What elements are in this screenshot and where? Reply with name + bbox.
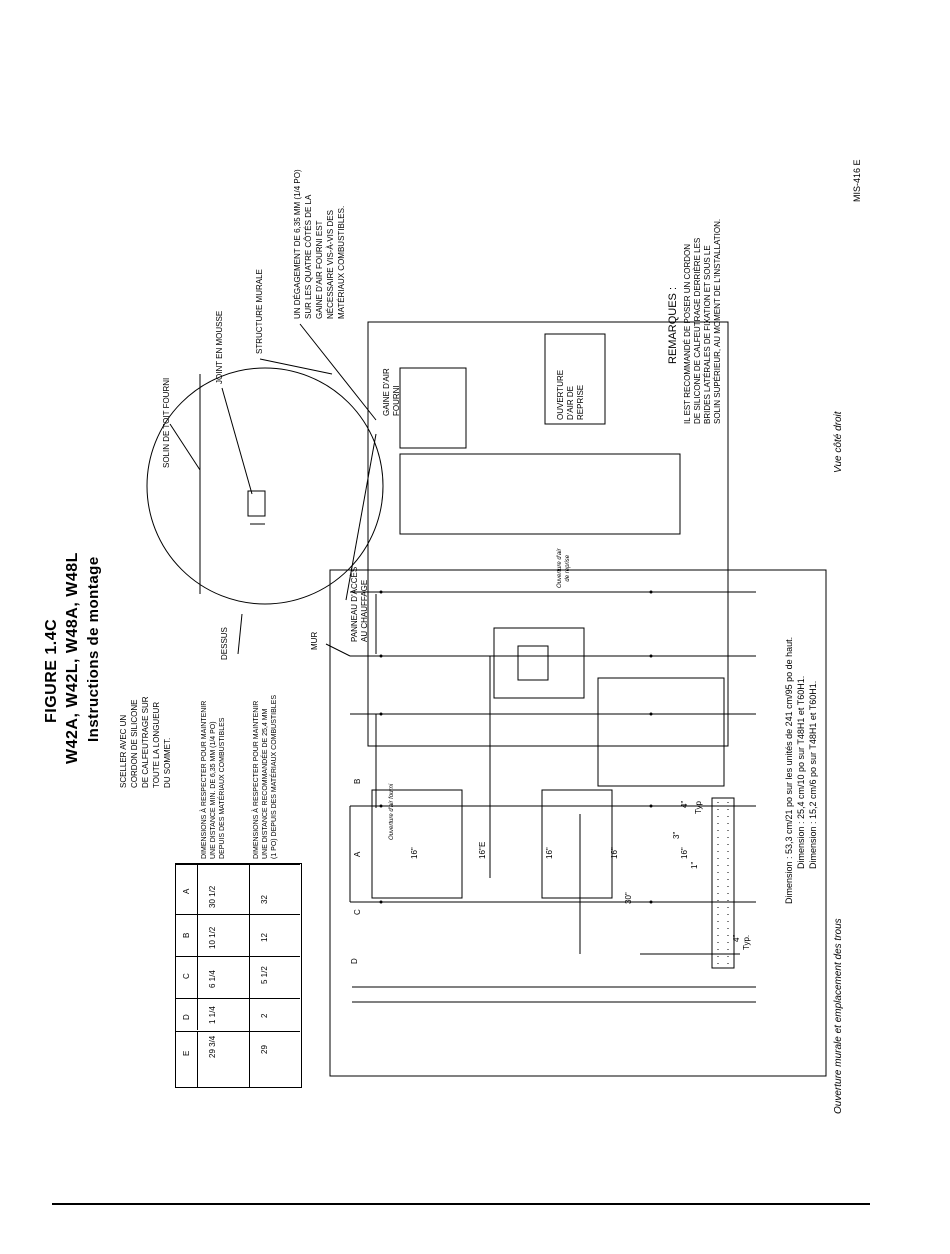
dim-3: 3" [672,831,681,839]
dim-16-a: 16" [410,847,419,859]
mounting-bracket [711,797,735,969]
dim-16-b: 16" [478,847,487,859]
hole-dots [379,590,653,904]
dim-4-a: 4" [680,800,689,808]
dim-16-d: 16" [610,847,619,859]
return-duct [544,333,606,425]
dim-typ: Typ. [742,934,751,950]
detail-circle [146,367,384,605]
dim-4-b: 4" [732,934,741,942]
unit-side [367,321,729,747]
dim-30: 30" [624,892,633,904]
dim-16-e: 16" [680,847,689,859]
control-panel [493,627,585,699]
dim-typ2: Typ [694,801,703,814]
footer-rule [52,1203,870,1205]
filter-grille [597,677,725,787]
unit-cabinet [399,453,681,535]
return-opening [541,789,613,899]
supply-opening [371,789,463,899]
wall-outline [329,569,827,1077]
dim-1: 1" [690,861,699,869]
supply-duct [399,367,467,449]
dim-16-c: 16" [545,847,554,859]
